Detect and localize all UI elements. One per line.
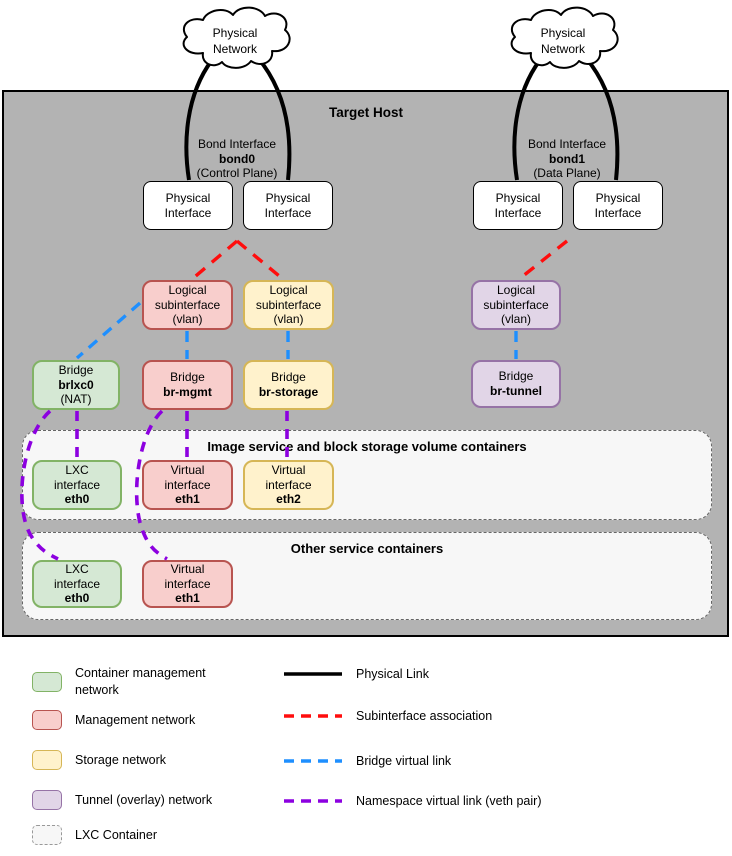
c1-eth0-label: LXC interface (53, 463, 101, 492)
bond0-physical-interface-2-label: Physical Interface (264, 190, 312, 220)
c1-eth2-name: eth2 (276, 492, 301, 507)
bond0-physical-interface-1: Physical Interface (143, 181, 233, 230)
legend-swatch-lxc (32, 825, 62, 845)
bond0-physical-interface-1-label: Physical Interface (164, 190, 212, 220)
legend-swatch-yellow (32, 750, 62, 770)
legend-label-namespace-virtual-link: Namespace virtual link (veth pair) (356, 794, 542, 808)
bridge-br-storage-name: br-storage (258, 385, 319, 399)
legend-swatch-purple (32, 790, 62, 810)
logical-subinterface-storage: Logical subinterface (vlan) (243, 280, 334, 330)
legend-line-subinterface (284, 714, 342, 718)
c2-lxc-interface-eth0: LXC interface eth0 (32, 560, 122, 608)
legend-line-namespace (284, 799, 342, 804)
legend-label-container-management: Container management network (75, 666, 206, 697)
bridge-br-mgmt-title: Bridge (170, 370, 205, 385)
legend-label-lxc-container: LXC Container (75, 827, 157, 842)
bond1-physical-interface-2-label: Physical Interface (594, 190, 642, 220)
container-image-block-storage: Image service and block storage volume c… (22, 430, 712, 520)
bridge-br-mgmt: Bridge br-mgmt (142, 360, 233, 410)
bridge-br-storage-title: Bridge (271, 370, 306, 385)
bridge-br-tunnel-name: br-tunnel (490, 384, 542, 398)
bridge-brlxc0-name: brlxc0 (58, 377, 94, 392)
bond1-subtitle: (Data Plane) (533, 166, 601, 181)
c1-virtual-interface-eth1: Virtual interface eth1 (142, 460, 233, 510)
logical-subinterface-tunnel-label: Logical subinterface (vlan) (483, 283, 549, 327)
c2-eth0-name: eth0 (64, 591, 90, 606)
bond0-title: Bond Interface (197, 137, 277, 151)
legend-label-subinterface-association: Subinterface association (356, 709, 493, 723)
legend-label-physical-link: Physical Link (356, 667, 429, 681)
c1-eth1-name: eth1 (175, 492, 200, 507)
physical-network-label-left: Physical Network (212, 26, 258, 56)
c2-virtual-interface-eth1: Virtual interface eth1 (142, 560, 233, 608)
legend-item-container-management: Container management network (32, 665, 206, 698)
logical-subinterface-mgmt-label: Logical subinterface (vlan) (154, 283, 221, 327)
legend-swatch-green (32, 671, 62, 692)
legend-line-bridge (284, 759, 342, 763)
target-host-title: Target Host (328, 105, 403, 120)
container-other-services: Other service containers (22, 532, 712, 620)
physical-network-label-right: Physical Network (540, 26, 586, 56)
c2-eth0-label: LXC interface (53, 562, 101, 591)
legend-item-namespace-virtual-link: Namespace virtual link (veth pair) (283, 793, 542, 810)
logical-subinterface-tunnel: Logical subinterface (vlan) (471, 280, 561, 330)
legend-item-subinterface-association: Subinterface association (283, 708, 492, 725)
legend-label-storage: Storage network (75, 752, 167, 767)
bridge-br-tunnel-title: Bridge (498, 369, 534, 384)
c1-eth2-label: Virtual interface (265, 463, 312, 492)
bond0-physical-interface-2: Physical Interface (243, 181, 333, 230)
container-other-services-title: Other service containers (290, 541, 444, 556)
legend-item-physical-link: Physical Link (283, 666, 429, 683)
legend-item-lxc-container: LXC Container (32, 825, 157, 845)
bond1-name: bond1 (549, 151, 585, 166)
legend-item-tunnel: Tunnel (overlay) network (32, 790, 212, 810)
bridge-brlxc0-title: Bridge (58, 363, 94, 378)
bond1-physical-interface-2: Physical Interface (573, 181, 663, 230)
logical-subinterface-mgmt: Logical subinterface (vlan) (142, 280, 233, 330)
legend-swatch-red (32, 710, 62, 730)
legend-item-bridge-virtual-link: Bridge virtual link (283, 753, 451, 770)
bridge-brlxc0-subtitle: (NAT) (60, 392, 92, 407)
c1-eth1-label: Virtual interface (164, 463, 211, 492)
legend-item-storage: Storage network (32, 750, 166, 770)
legend-label-management: Management network (75, 712, 196, 727)
bond0-name: bond0 (219, 151, 255, 166)
bond0-subtitle: (Control Plane) (196, 166, 278, 181)
legend-label-tunnel: Tunnel (overlay) network (75, 792, 213, 807)
bond1-physical-interface-1-label: Physical Interface (494, 190, 542, 220)
legend-label-bridge-virtual-link: Bridge virtual link (356, 754, 452, 768)
bond1-physical-interface-1: Physical Interface (473, 181, 563, 230)
c1-eth0-name: eth0 (64, 492, 90, 507)
legend-item-management: Management network (32, 710, 195, 730)
bridge-brlxc0: Bridge brlxc0 (NAT) (32, 360, 120, 410)
bridge-br-mgmt-name: br-mgmt (163, 385, 212, 399)
logical-subinterface-storage-label: Logical subinterface (vlan) (255, 283, 322, 327)
c2-eth1-name: eth1 (175, 591, 200, 606)
bridge-br-tunnel: Bridge br-tunnel (471, 360, 561, 408)
c1-lxc-interface-eth0: LXC interface eth0 (32, 460, 122, 510)
bond1-title: Bond Interface (527, 137, 607, 151)
c2-eth1-label: Virtual interface (164, 562, 211, 591)
container-image-block-storage-title: Image service and block storage volume c… (207, 439, 527, 454)
legend-line-physical (284, 672, 342, 676)
bridge-br-storage: Bridge br-storage (243, 360, 334, 410)
c1-virtual-interface-eth2: Virtual interface eth2 (243, 460, 334, 510)
